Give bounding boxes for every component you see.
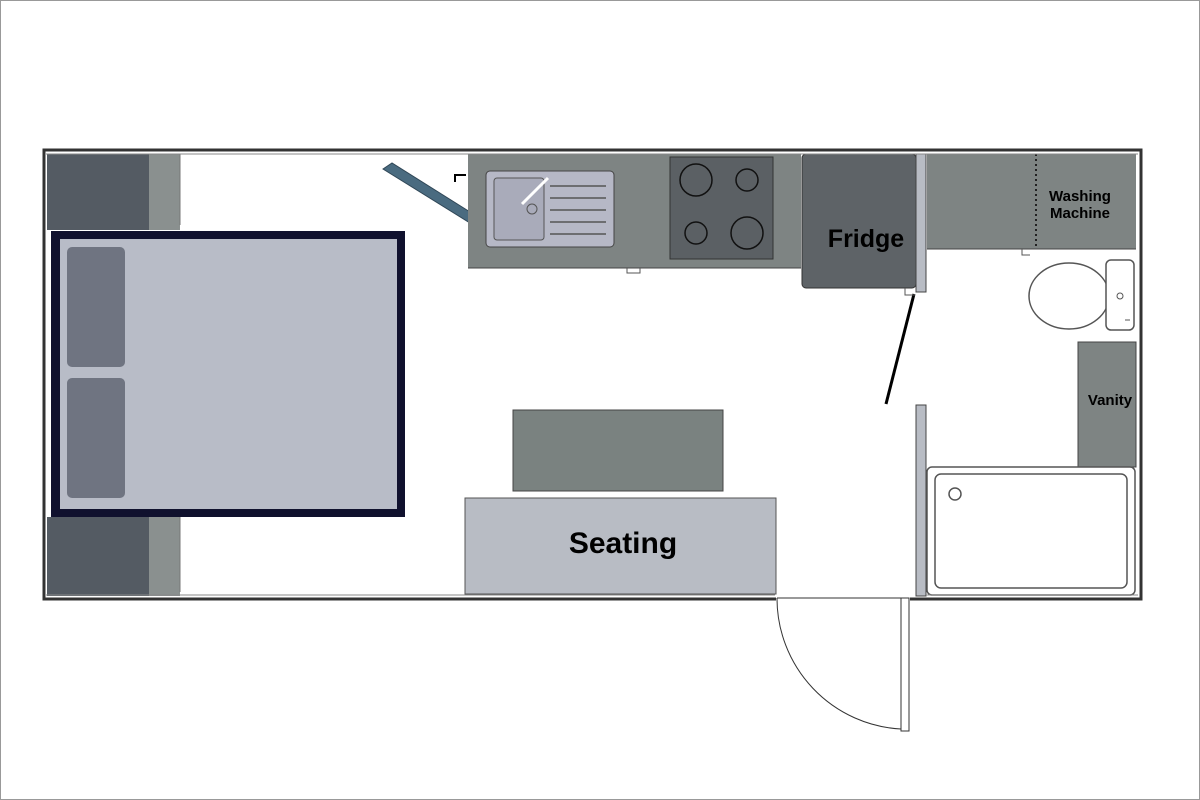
wardrobe-bottom	[47, 517, 181, 596]
pillow	[67, 378, 125, 498]
exterior-walls	[42, 148, 1143, 601]
vanity: Vanity	[1077, 341, 1137, 468]
entry-opening	[776, 597, 910, 601]
sink	[485, 170, 615, 248]
fridge-label: Fridge	[828, 225, 904, 253]
washing-machine-label-line1: Washing	[1049, 188, 1111, 205]
vanity-label: Vanity	[1088, 392, 1133, 409]
bed	[51, 231, 405, 517]
pillow	[67, 247, 125, 367]
kitchen-counter	[468, 154, 801, 274]
bathroom-door	[884, 293, 916, 405]
washing-machine-label-line2: Machine	[1050, 205, 1110, 222]
washing-machine-cupboard: Washing Machine	[927, 154, 1136, 250]
dining-table	[512, 409, 724, 492]
wall-tick	[904, 288, 915, 296]
fridge: Fridge	[801, 153, 917, 289]
cooktop	[669, 156, 774, 260]
seating: Seating	[464, 497, 777, 595]
wall-tick	[1021, 249, 1030, 256]
toilet	[1028, 259, 1135, 331]
seating-label: Seating	[569, 527, 677, 560]
shower	[926, 466, 1136, 596]
entry-door[interactable]	[776, 597, 910, 732]
wardrobe-top	[47, 154, 181, 230]
